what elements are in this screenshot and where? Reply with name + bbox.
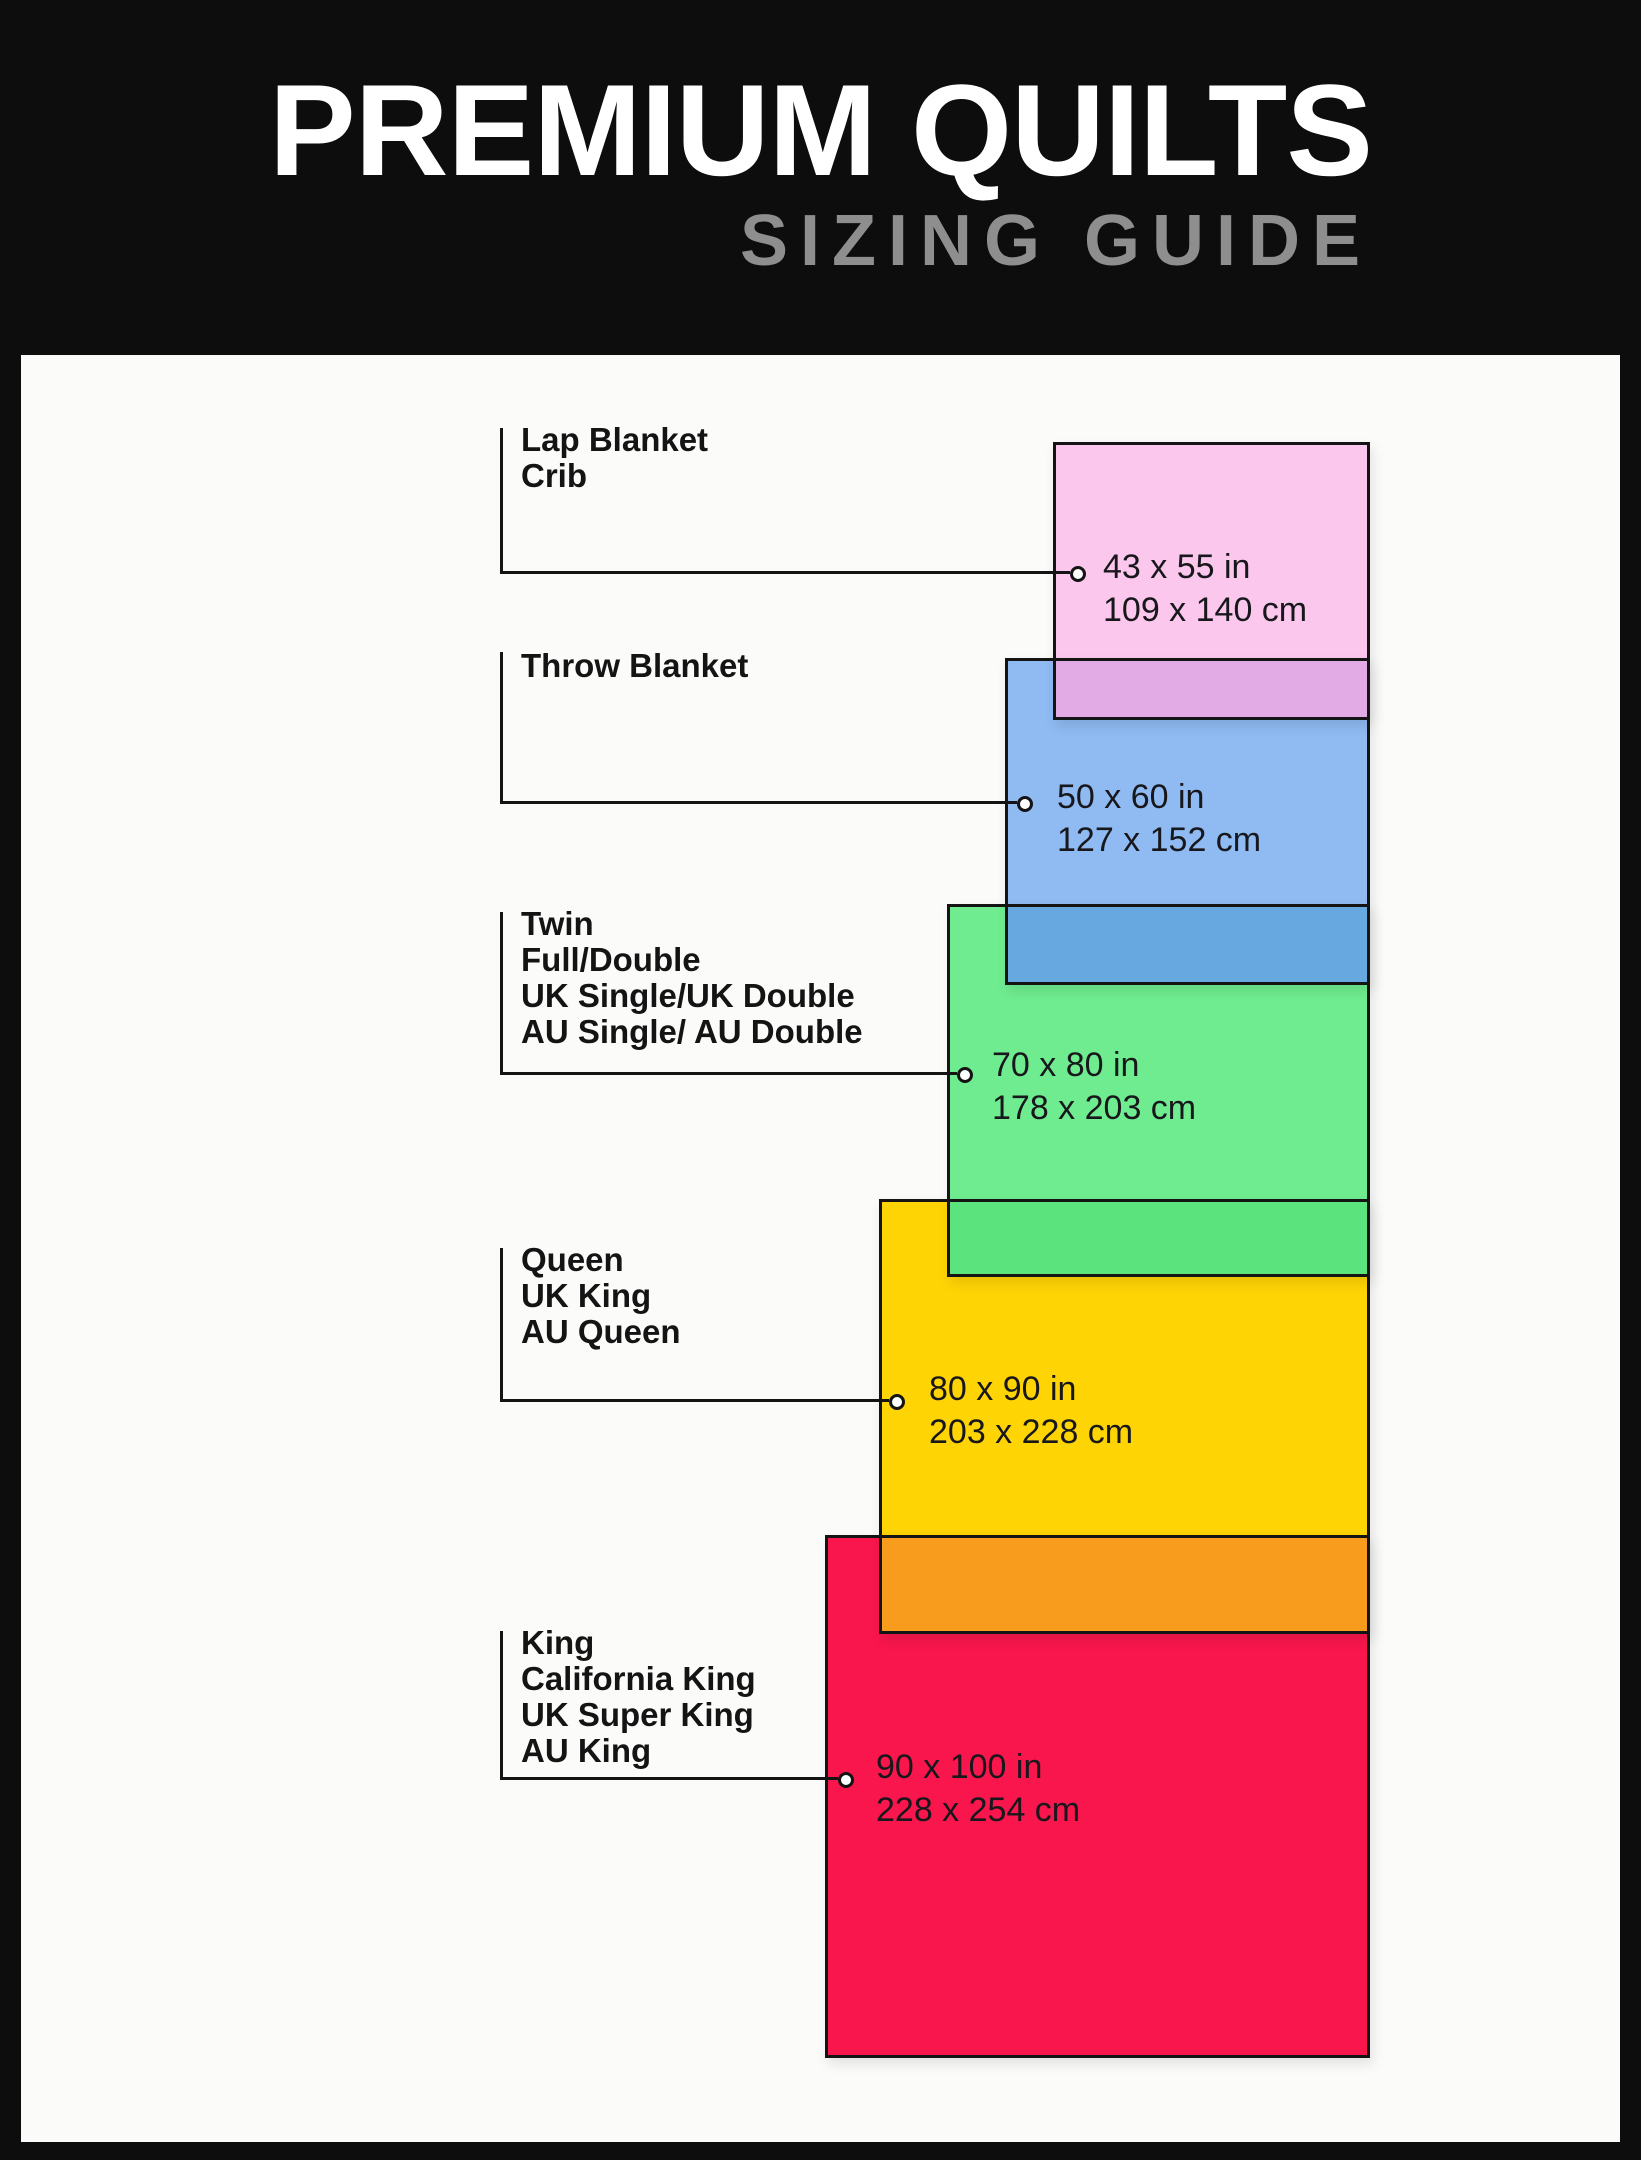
twin-connector-dot — [957, 1067, 973, 1083]
dimension-cm: 109 x 140 cm — [1103, 591, 1308, 629]
label-line: AU King — [521, 1732, 652, 1769]
lap-connector-hline — [500, 571, 1070, 574]
lap-dimensions: 43 x 55 in 109 x 140 cm — [1103, 546, 1307, 632]
label-line: King — [521, 1624, 595, 1661]
throw-connector-dot — [1017, 796, 1033, 812]
king-dimensions: 90 x 100 in 228 x 254 cm — [876, 1746, 1080, 1832]
diagram-panel — [21, 355, 1620, 2142]
label-line: California King — [521, 1660, 756, 1697]
king-connector-hline — [500, 1777, 838, 1780]
queen-connector-hline — [500, 1399, 889, 1402]
lap-connector-vline — [500, 428, 503, 574]
queen-connector-vline — [500, 1248, 503, 1402]
throw-quilt-outline — [1005, 658, 1370, 985]
lap-quilt-outline — [1053, 442, 1370, 720]
dimension-inches: 90 x 100 in — [876, 1748, 1043, 1786]
dimension-cm: 228 x 254 cm — [876, 1791, 1081, 1829]
throw-dimensions: 50 x 60 in 127 x 152 cm — [1057, 776, 1261, 862]
dimension-inches: 43 x 55 in — [1103, 548, 1251, 586]
label-line: UK Super King — [521, 1696, 754, 1733]
king-label: King California King UK Super King AU Ki… — [521, 1625, 756, 1769]
throw-connector-hline — [500, 801, 1017, 804]
label-line: Queen — [521, 1241, 624, 1278]
label-line: AU Single/ AU Double — [521, 1013, 863, 1050]
label-line: UK Single/UK Double — [521, 977, 855, 1014]
throw-twin-overlap — [1005, 904, 1370, 985]
queen-king-overlap — [879, 1535, 1370, 1634]
twin-label: Twin Full/Double UK Single/UK Double AU … — [521, 906, 863, 1050]
twin-quilt-outline — [947, 904, 1370, 1277]
queen-dimensions: 80 x 90 in 203 x 228 cm — [929, 1368, 1133, 1454]
queen-label: Queen UK King AU Queen — [521, 1242, 681, 1350]
king-connector-dot — [838, 1772, 854, 1788]
dimension-cm: 203 x 228 cm — [929, 1413, 1134, 1451]
throw-connector-vline — [500, 652, 503, 804]
page-subtitle: SIZING GUIDE — [739, 200, 1372, 281]
label-line: AU Queen — [521, 1313, 681, 1350]
queen-quilt-outline — [879, 1199, 1370, 1634]
label-line: Full/Double — [521, 941, 701, 978]
header: PREMIUM QUILTS SIZING GUIDE — [269, 57, 1373, 281]
twin-connector-hline — [500, 1072, 957, 1075]
dimension-cm: 178 x 203 cm — [992, 1089, 1197, 1127]
dimension-inches: 50 x 60 in — [1057, 778, 1205, 816]
queen-connector-dot — [889, 1394, 905, 1410]
dimension-inches: 70 x 80 in — [992, 1046, 1140, 1084]
lap-throw-overlap — [1053, 658, 1370, 720]
label-line: UK King — [521, 1277, 652, 1314]
dimension-cm: 127 x 152 cm — [1057, 821, 1262, 859]
twin-queen-overlap — [947, 1199, 1370, 1277]
lap-connector-dot — [1070, 566, 1086, 582]
label-line: Throw Blanket — [521, 647, 749, 684]
throw-label: Throw Blanket — [521, 648, 748, 684]
king-quilt-outline — [825, 1535, 1370, 2058]
page-title: PREMIUM QUILTS — [269, 57, 1373, 203]
label-line: Lap Blanket — [521, 421, 709, 458]
label-line: Twin — [521, 905, 594, 942]
lap-label: Lap Blanket Crib — [521, 422, 708, 494]
king-connector-vline — [500, 1631, 503, 1780]
twin-connector-vline — [500, 912, 503, 1075]
label-line: Crib — [521, 457, 587, 494]
twin-dimensions: 70 x 80 in 178 x 203 cm — [992, 1044, 1196, 1130]
dimension-inches: 80 x 90 in — [929, 1370, 1077, 1408]
